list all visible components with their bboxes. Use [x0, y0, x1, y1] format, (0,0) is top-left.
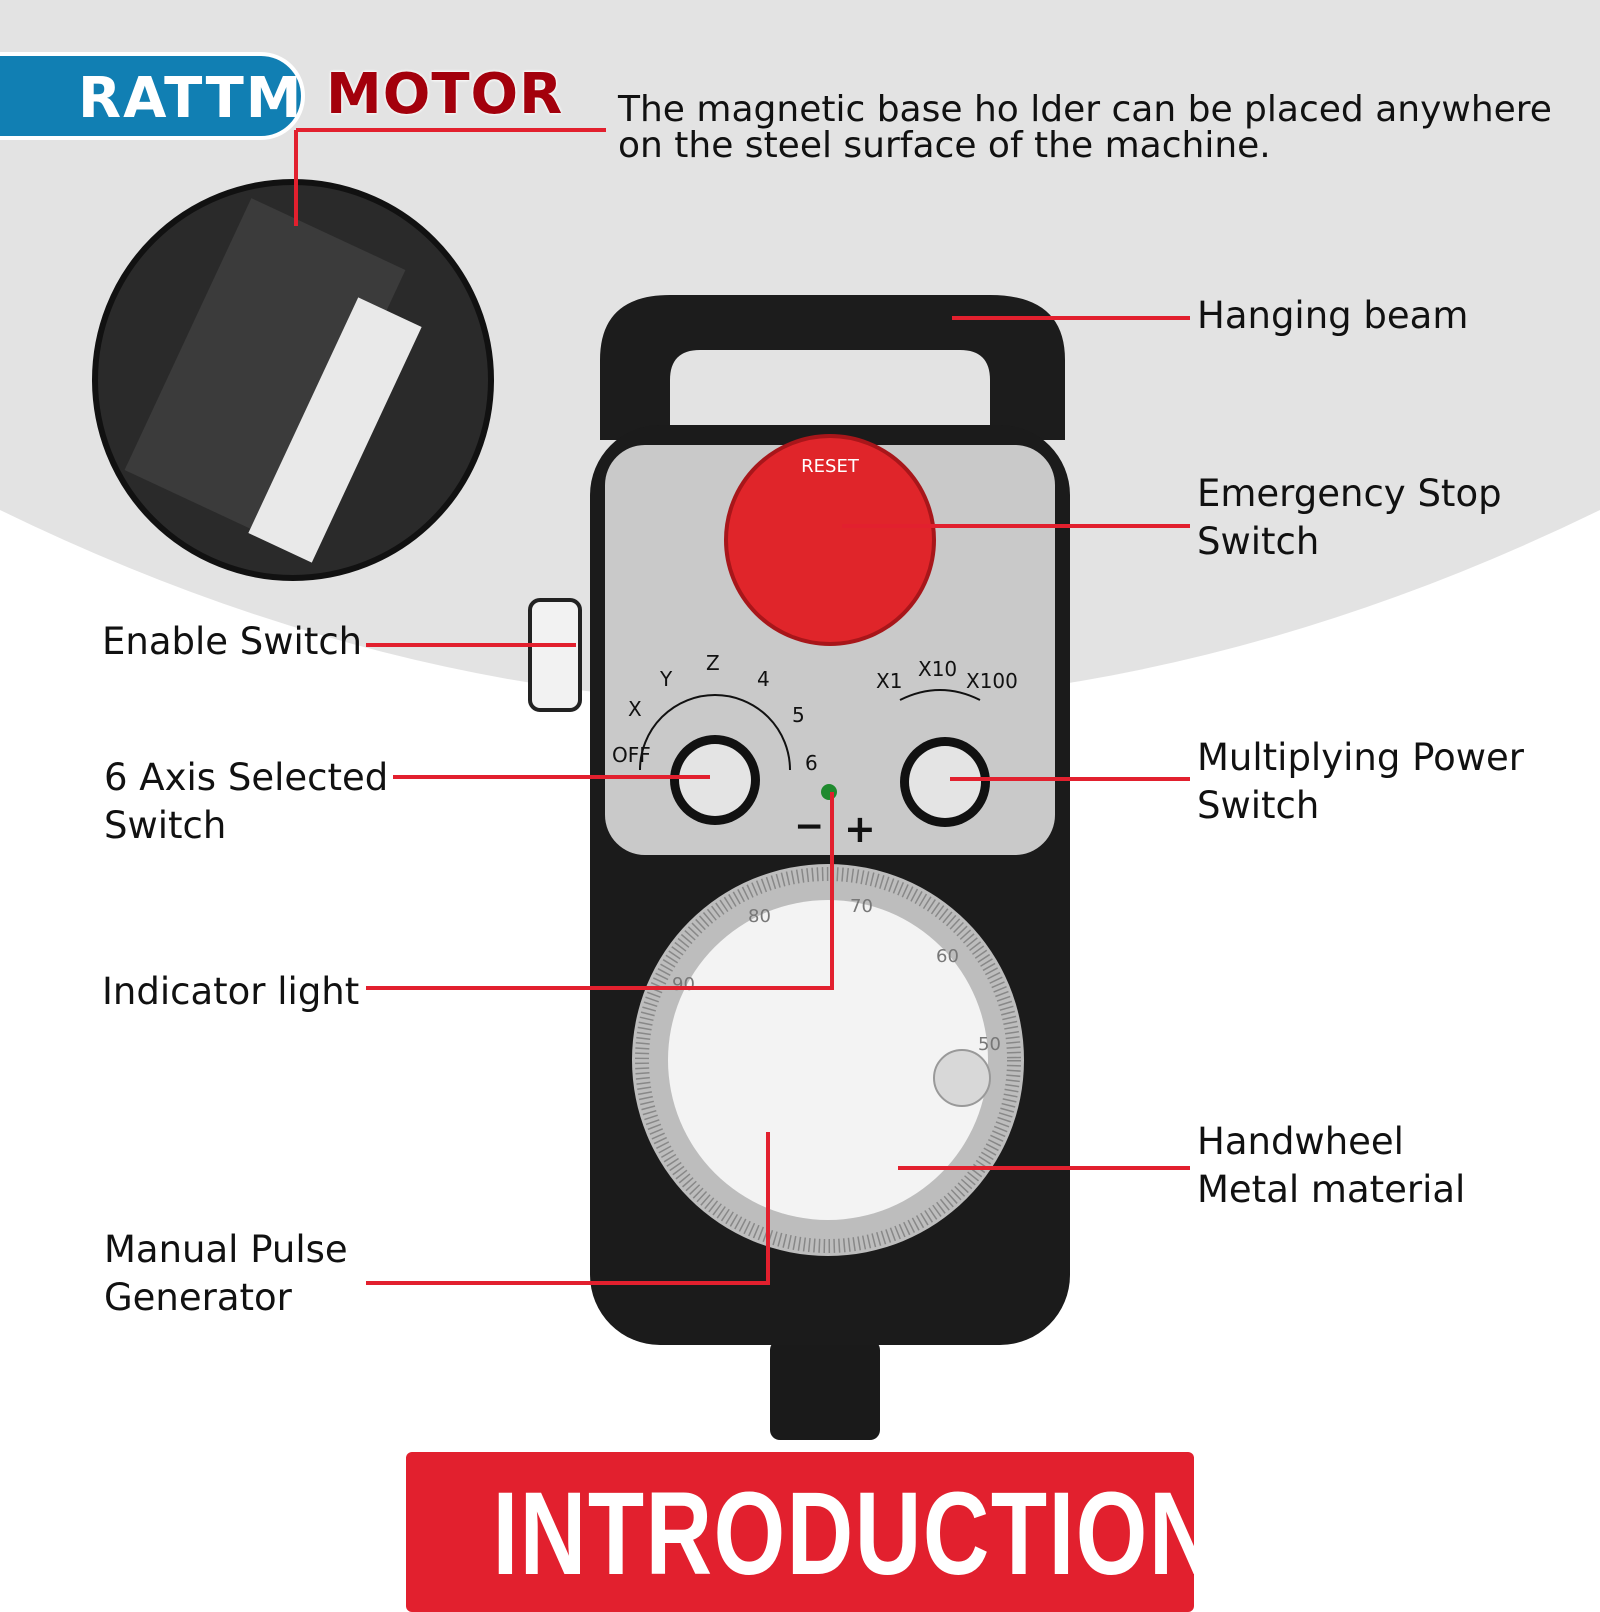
- introduction-banner: INTRODUCTION: [406, 1452, 1217, 1612]
- axis-selector-knob[interactable]: [670, 735, 760, 825]
- axis-label-5: 5: [792, 703, 805, 727]
- magnetic-base-closeup: [92, 179, 494, 581]
- dial-number: 80: [748, 906, 771, 927]
- multiplier-label-x10: X10: [918, 657, 957, 681]
- axis-label-z: Z: [706, 651, 720, 675]
- label-hanging-beam: Hanging beam: [1197, 294, 1469, 337]
- enable-switch[interactable]: [528, 598, 582, 712]
- label-handwheel: Handwheel Metal material: [1197, 1120, 1466, 1211]
- axis-label-y: Y: [659, 667, 673, 691]
- dial-number: 60: [936, 946, 959, 967]
- axis-label-x: X: [628, 697, 642, 721]
- multiplier-scale: X1 X10 X100: [876, 657, 1018, 701]
- axis-label-4: 4: [757, 667, 770, 691]
- dial-number: 70: [850, 896, 873, 917]
- minus-sign: −: [794, 806, 824, 847]
- label-enable-switch: Enable Switch: [102, 620, 363, 663]
- brand-logo: RATTM: [0, 52, 305, 140]
- label-axis-switch: 6 Axis Selected Switch: [104, 756, 389, 847]
- label-pulse-generator: Manual Pulse Generator: [104, 1228, 348, 1319]
- brand-logo-text: RATTM: [78, 66, 304, 131]
- axis-label-off: OFF: [612, 743, 651, 767]
- banner-text: INTRODUCTION: [492, 1468, 1217, 1600]
- multiplier-label-x100: X100: [966, 669, 1018, 693]
- hanging-beam: [600, 295, 1065, 440]
- axis-selector-scale: OFF X Y Z 4 5 6: [612, 651, 818, 775]
- crank-knob: [933, 1049, 991, 1107]
- axis-label-6: 6: [805, 751, 818, 775]
- multiplier-label-x1: X1: [876, 669, 902, 693]
- cable-gland: [770, 1340, 880, 1440]
- handwheel[interactable]: 70 80 90 60 50: [632, 864, 1024, 1256]
- magnetic-base-description: The magnetic base ho lder can be placed …: [618, 89, 1552, 166]
- multiplier-knob[interactable]: [900, 737, 990, 827]
- estop-reset-text: RESET: [801, 456, 860, 477]
- label-multiplying-power: Multiplying Power Switch: [1197, 736, 1524, 827]
- emergency-stop-button[interactable]: RESET: [724, 434, 936, 646]
- label-emergency-stop: Emergency Stop Switch: [1197, 472, 1502, 563]
- plus-sign: +: [844, 807, 876, 851]
- dial-number: 50: [978, 1034, 1001, 1055]
- brand-logo-motor: MOTOR: [326, 62, 564, 127]
- label-indicator-light: Indicator light: [102, 970, 360, 1013]
